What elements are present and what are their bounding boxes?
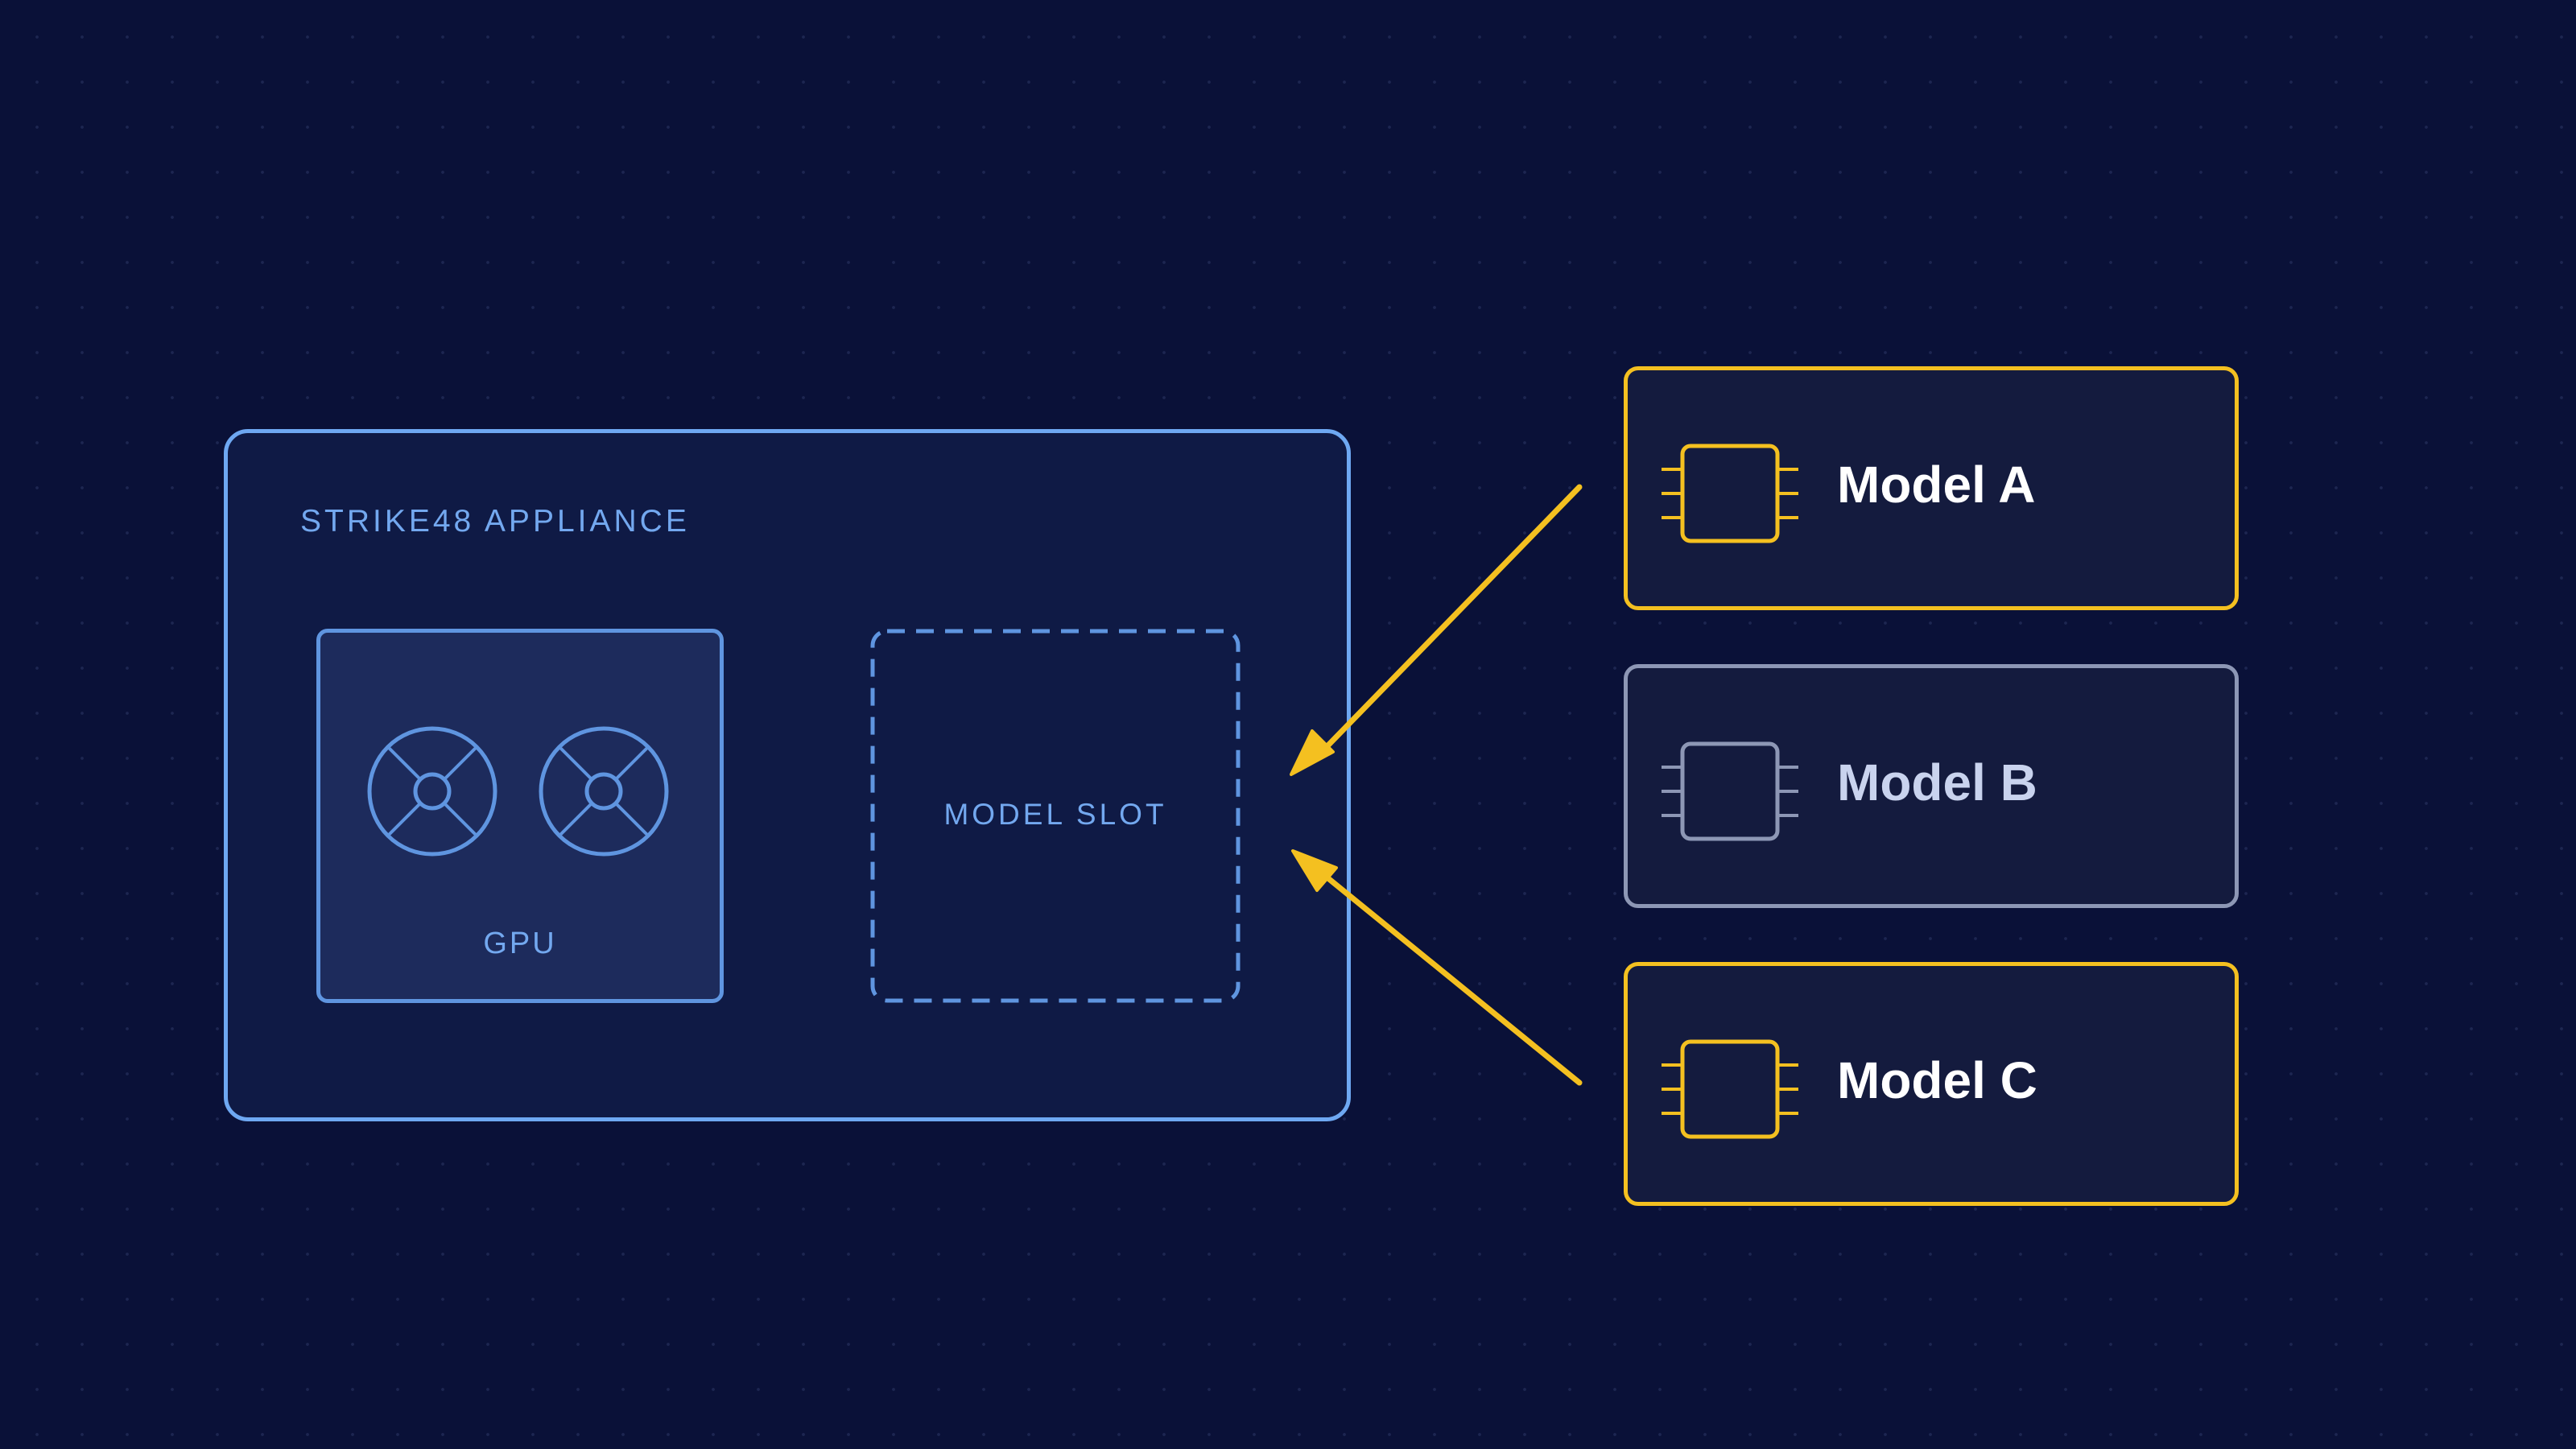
model-card-a[interactable]: Model A bbox=[1624, 366, 2239, 610]
model-name: Model A bbox=[1837, 456, 2036, 514]
model-card-c[interactable]: Model C bbox=[1624, 962, 2239, 1206]
model-name: Model B bbox=[1837, 753, 2037, 811]
strike48-appliance: STRIKE48 APPLIANCE GPU MODEL SLOT bbox=[224, 429, 1351, 1121]
gpu-label: GPU bbox=[483, 927, 557, 960]
model-card-b[interactable]: Model B bbox=[1624, 664, 2239, 908]
model-slot-border bbox=[870, 629, 1241, 1003]
fan-icon bbox=[367, 726, 497, 857]
model-slot: MODEL SLOT bbox=[870, 629, 1241, 1003]
appliance-title: STRIKE48 APPLIANCE bbox=[300, 504, 690, 539]
model-slot-label: MODEL SLOT bbox=[943, 798, 1167, 831]
gpu-card: GPU bbox=[316, 629, 724, 1003]
chip-icon bbox=[1662, 741, 1798, 841]
chip-icon bbox=[1662, 444, 1798, 543]
chip-icon bbox=[1662, 1039, 1798, 1139]
model-name: Model C bbox=[1837, 1051, 2037, 1109]
fan-icon bbox=[539, 726, 669, 857]
